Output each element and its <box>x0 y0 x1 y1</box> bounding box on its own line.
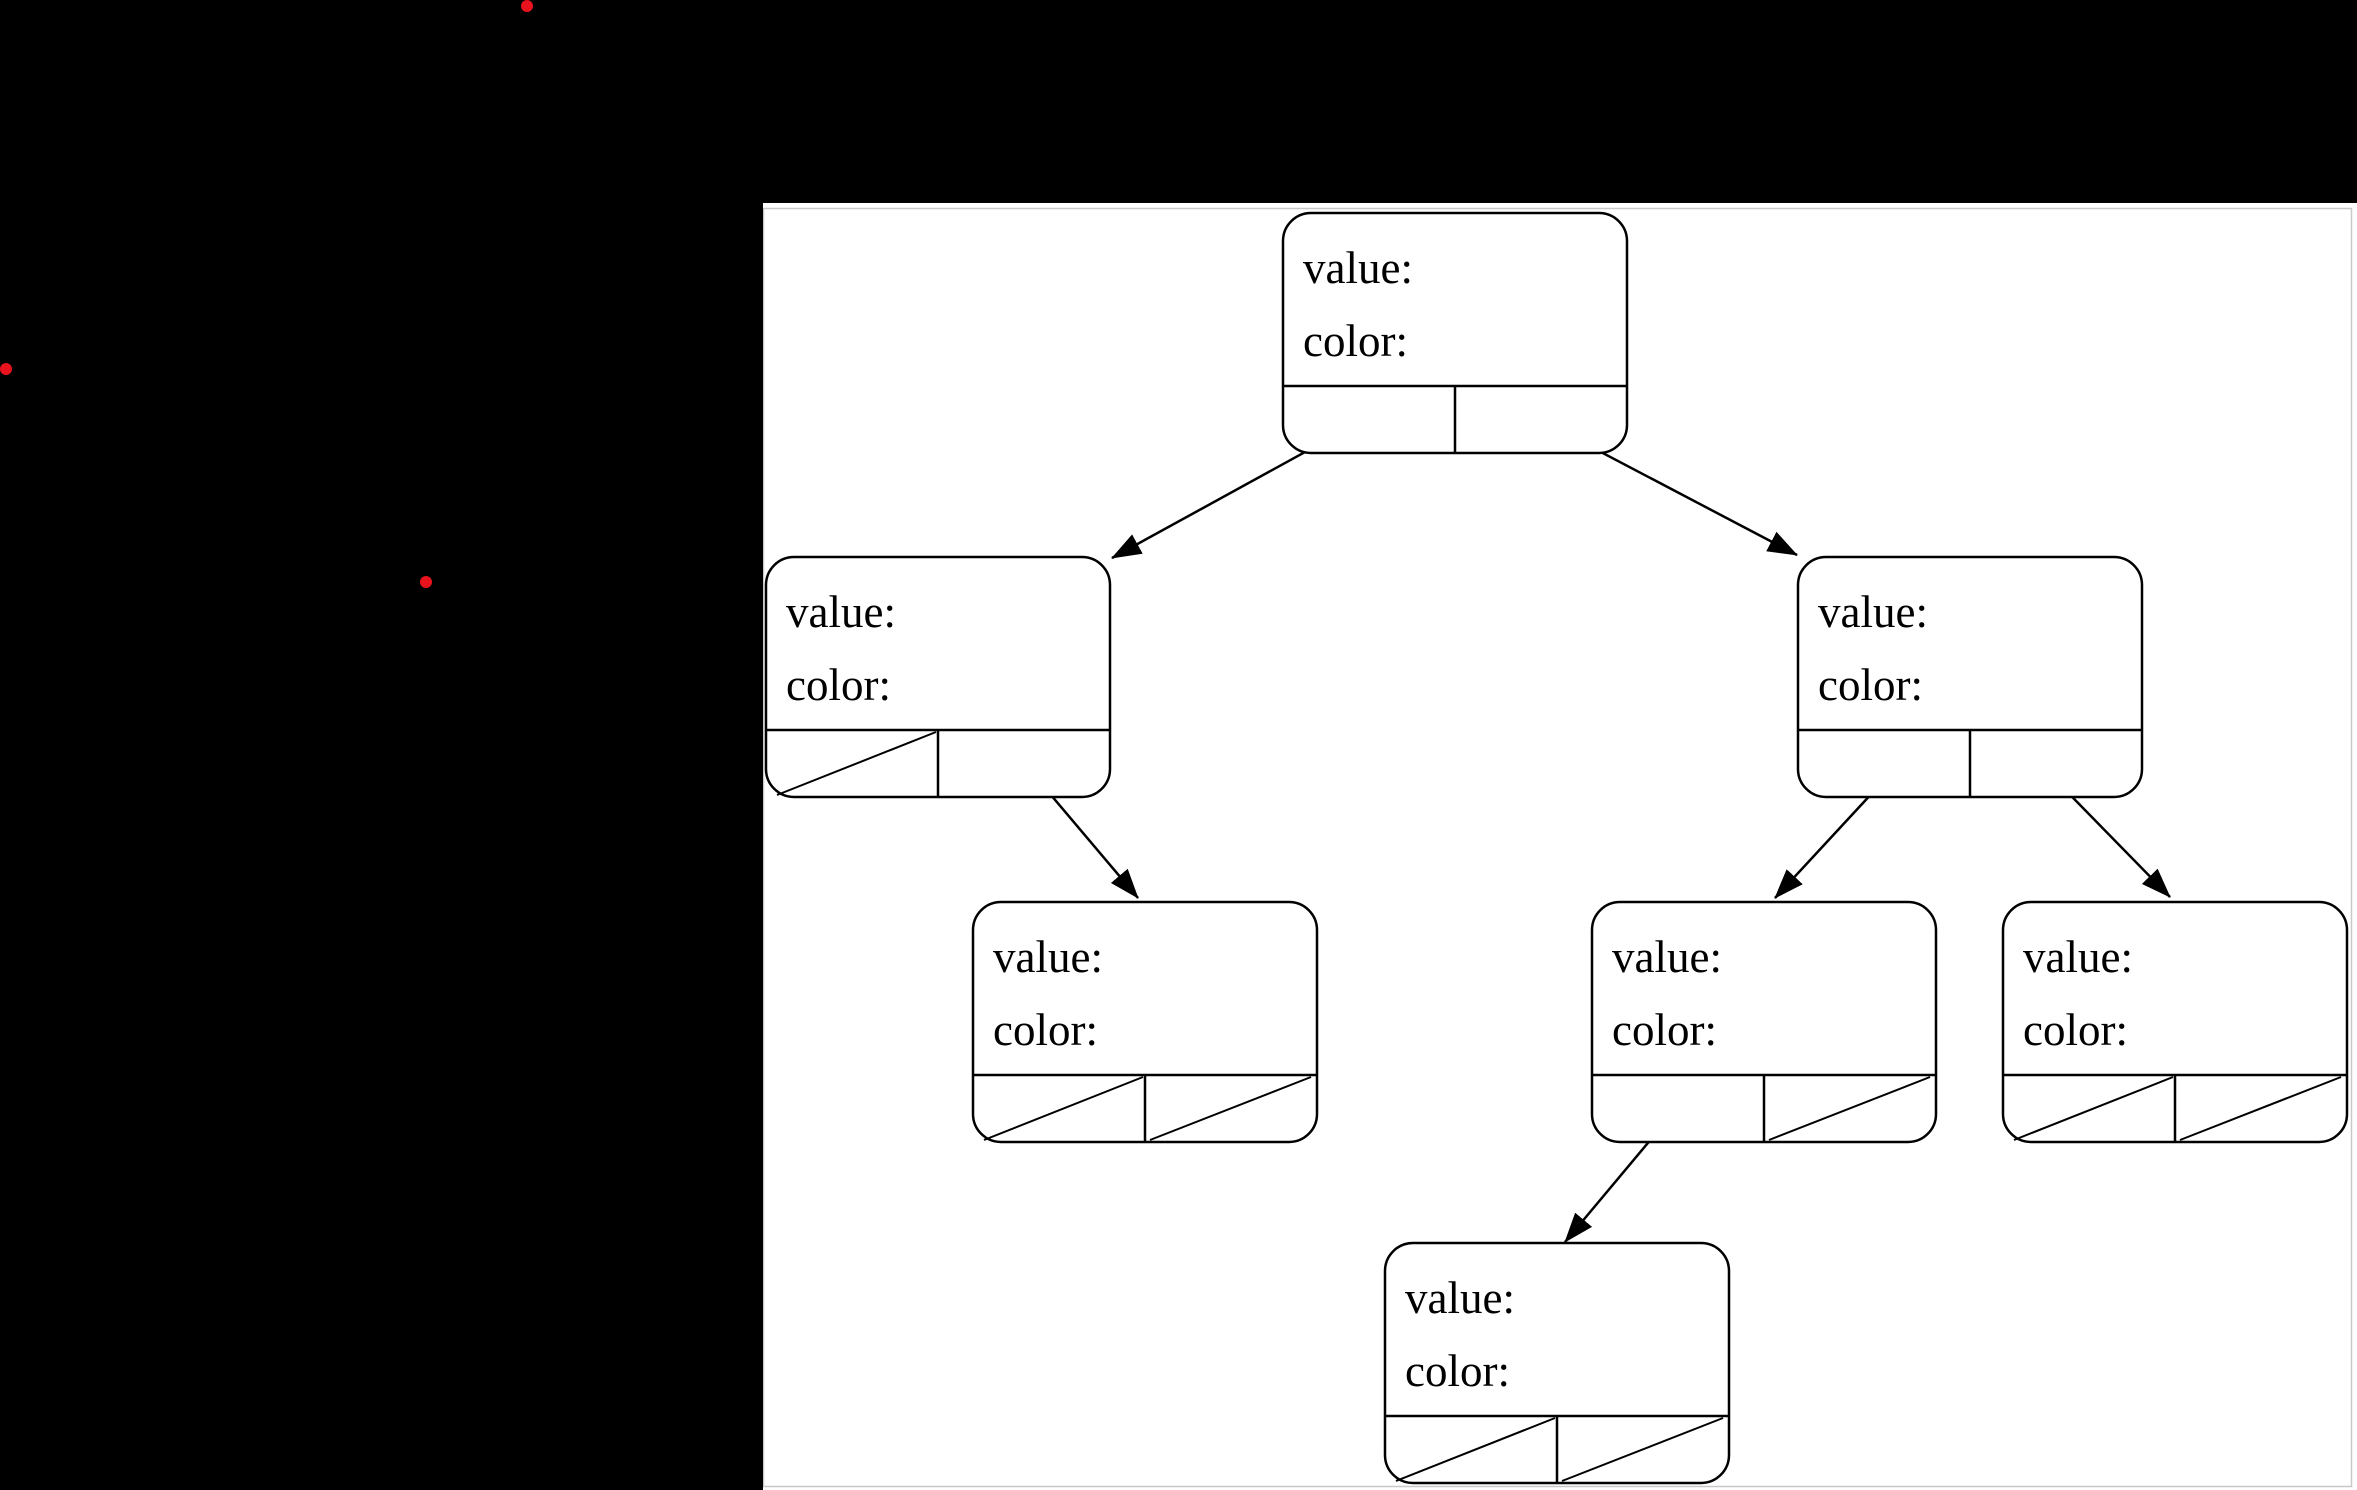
node-value-label: value: <box>2023 932 2133 982</box>
diagram-canvas[interactable]: value:color:value:color:value:color:valu… <box>763 203 2357 1490</box>
right-null-slash <box>2179 1076 2342 1141</box>
canvas-border-line <box>763 207 2353 1488</box>
tree-node-L[interactable]: value: color: <box>764 555 1112 799</box>
node-value-label: value: <box>993 932 1103 982</box>
left-null-slash <box>2013 1076 2174 1141</box>
tree-node-RL[interactable]: value: color: <box>1590 900 1938 1144</box>
left-null-slash <box>776 731 937 796</box>
tree-node-root[interactable]: value: color: <box>1281 211 1629 455</box>
node-value-label: value: <box>1612 932 1722 982</box>
tree-node-R[interactable]: value: color: <box>1796 555 2144 799</box>
node-color-label: color: <box>1818 660 1923 710</box>
left-null-slash <box>1395 1417 1556 1482</box>
tree-node-RR[interactable]: value: color: <box>2001 900 2349 1144</box>
red-dot-annotation-2 <box>0 363 12 375</box>
red-dot-annotation-3 <box>420 576 432 588</box>
node-value-label: value: <box>786 587 896 637</box>
node-value-label: value: <box>1818 587 1928 637</box>
right-null-slash <box>1768 1076 1931 1141</box>
red-dot-annotation-1 <box>521 0 533 12</box>
node-color-label: color: <box>2023 1005 2128 1055</box>
tree-node-LR[interactable]: value: color: <box>971 900 1319 1144</box>
node-value-label: value: <box>1303 243 1413 293</box>
right-null-slash <box>1149 1076 1312 1141</box>
node-color-label: color: <box>786 660 891 710</box>
tree-node-RLL[interactable]: value: color: <box>1383 1241 1731 1485</box>
left-null-slash <box>983 1076 1144 1141</box>
right-null-slash <box>1561 1417 1724 1482</box>
node-color-label: color: <box>993 1005 1098 1055</box>
binary-tree-svg: value:color:value:color:value:color:valu… <box>763 207 2353 1488</box>
node-color-label: color: <box>1405 1346 1510 1396</box>
node-color-label: color: <box>1612 1005 1717 1055</box>
tree-nodes-layer: value:color:value:color:value:color:valu… <box>764 211 2349 1485</box>
node-color-label: color: <box>1303 316 1408 366</box>
node-value-label: value: <box>1405 1273 1515 1323</box>
